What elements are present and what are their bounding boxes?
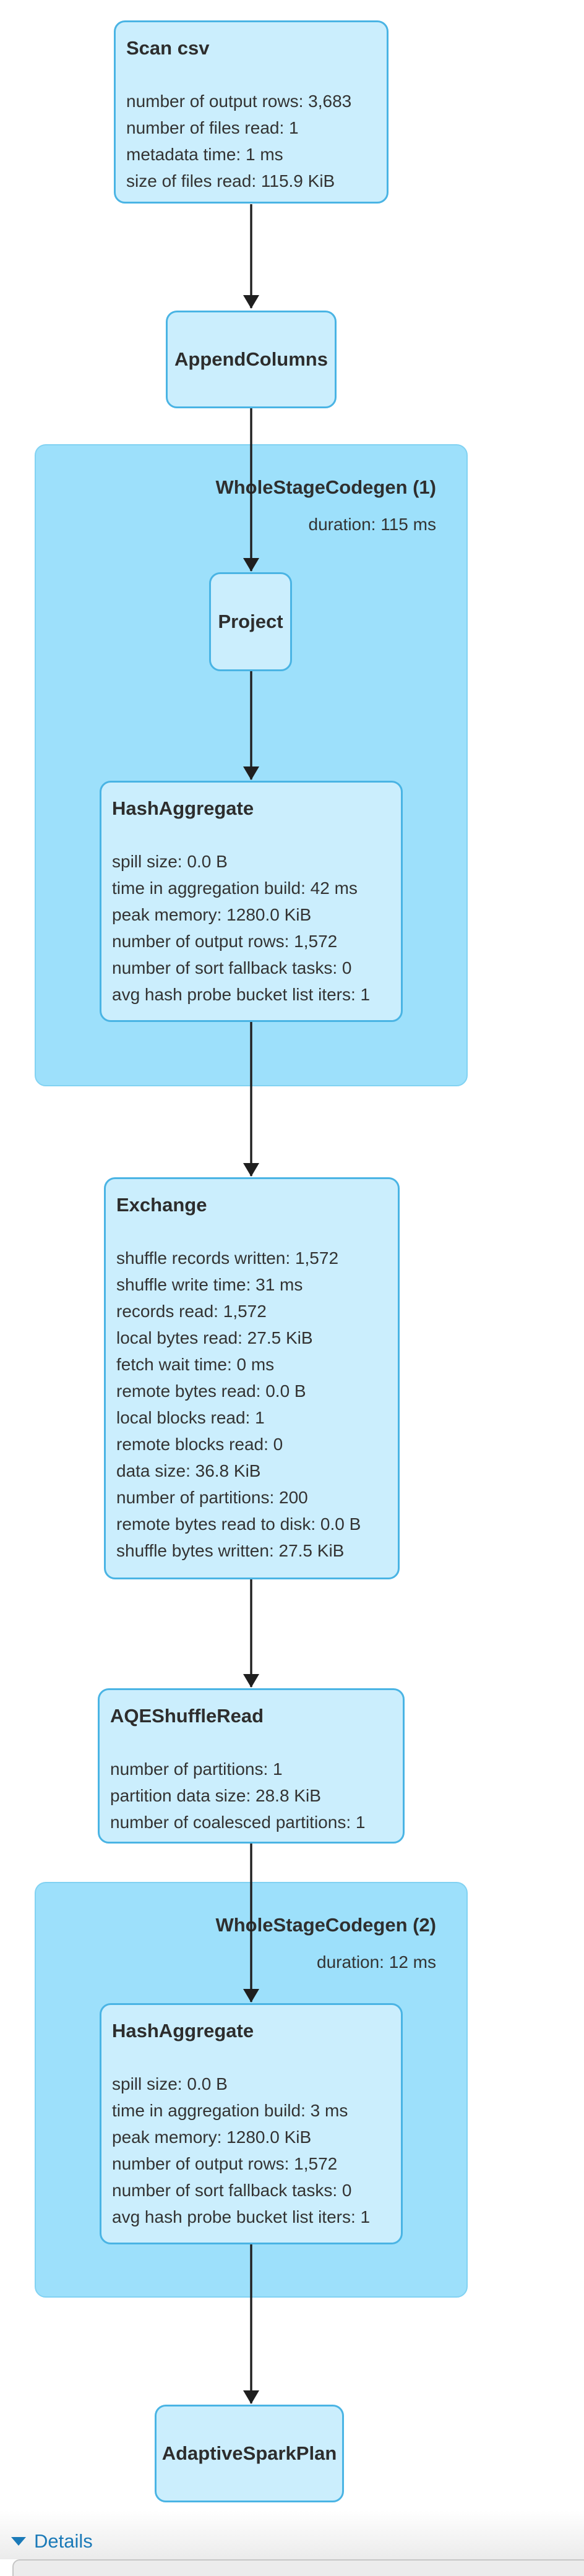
metric-line: records read: 1,572 (116, 1302, 267, 1321)
cluster-duration: duration: 115 ms (308, 515, 437, 534)
cluster-wholestagecodegen-2-header: WholeStageCodegen (2) duration: 12 ms (36, 1883, 466, 1976)
node-scan-csv: Scan csv number of output rows: 3,683 nu… (114, 20, 389, 204)
node-hashaggregate-1: HashAggregate spill size: 0.0 B time in … (100, 781, 403, 1022)
metric-line: avg hash probe bucket list iters: 1 (112, 985, 371, 1004)
metric-line: remote bytes read: 0.0 B (116, 1381, 306, 1401)
footer-fade (0, 2510, 584, 2559)
node-aqeshuffleread: AQEShuffleRead number of partitions: 1 p… (98, 1688, 405, 1844)
node-title: Project (218, 611, 283, 632)
metric-line: remote blocks read: 0 (116, 1435, 283, 1454)
details-label: Details (34, 2530, 93, 2552)
node-appendcolumns: AppendColumns (166, 311, 337, 408)
details-panel (12, 2559, 584, 2576)
metric-line: number of output rows: 3,683 (126, 92, 352, 111)
metric-line: number of output rows: 1,572 (112, 2154, 338, 2173)
metric-line: number of partitions: 1 (110, 1759, 283, 1779)
metric-line: shuffle records written: 1,572 (116, 1248, 339, 1268)
metric-line: number of sort fallback tasks: 0 (112, 958, 352, 977)
cluster-wholestagecodegen-1-header: WholeStageCodegen (1) duration: 115 ms (36, 445, 466, 538)
node-title: HashAggregate (112, 2020, 254, 2041)
metric-line: spill size: 0.0 B (112, 2074, 228, 2093)
cluster-title: WholeStageCodegen (2) (215, 1914, 436, 1936)
metric-line: metadata time: 1 ms (126, 145, 283, 164)
cluster-title: WholeStageCodegen (1) (215, 476, 436, 498)
node-title: Exchange (116, 1194, 207, 1216)
metric-line: shuffle write time: 31 ms (116, 1275, 303, 1294)
metric-line: number of partitions: 200 (116, 1488, 308, 1507)
metric-line: number of coalesced partitions: 1 (110, 1813, 366, 1832)
caret-down-icon (11, 2537, 26, 2546)
metric-line: avg hash probe bucket list iters: 1 (112, 2207, 371, 2226)
metric-line: fetch wait time: 0 ms (116, 1355, 275, 1374)
node-title: AQEShuffleRead (110, 1705, 264, 1727)
node-title: AdaptiveSparkPlan (161, 2442, 337, 2464)
node-exchange: Exchange shuffle records written: 1,572 … (104, 1177, 400, 1579)
cluster-duration: duration: 12 ms (317, 1952, 436, 1972)
metric-line: peak memory: 1280.0 KiB (112, 2127, 312, 2147)
node-adaptivesparkplan: AdaptiveSparkPlan (155, 2405, 344, 2502)
node-title: Scan csv (126, 37, 210, 59)
metric-line: remote bytes read to disk: 0.0 B (116, 1514, 361, 1534)
metric-line: shuffle bytes written: 27.5 KiB (116, 1541, 345, 1560)
node-title: HashAggregate (112, 797, 254, 819)
metric-line: data size: 36.8 KiB (116, 1461, 261, 1480)
metric-line: local blocks read: 1 (116, 1408, 265, 1427)
metric-line: time in aggregation build: 42 ms (112, 878, 358, 898)
details-toggle[interactable]: Details (11, 2530, 93, 2552)
metric-line: time in aggregation build: 3 ms (112, 2101, 348, 2120)
node-title: AppendColumns (174, 348, 328, 370)
metric-line: spill size: 0.0 B (112, 852, 228, 871)
node-hashaggregate-2: HashAggregate spill size: 0.0 B time in … (100, 2003, 403, 2244)
metric-line: local bytes read: 27.5 KiB (116, 1328, 313, 1347)
metric-line: number of output rows: 1,572 (112, 932, 338, 951)
metric-line: partition data size: 28.8 KiB (110, 1786, 321, 1805)
metric-line: number of files read: 1 (126, 118, 299, 137)
metric-line: number of sort fallback tasks: 0 (112, 2181, 352, 2200)
metric-line: size of files read: 115.9 KiB (126, 171, 335, 191)
node-project: Project (209, 572, 292, 671)
metric-line: peak memory: 1280.0 KiB (112, 905, 312, 924)
